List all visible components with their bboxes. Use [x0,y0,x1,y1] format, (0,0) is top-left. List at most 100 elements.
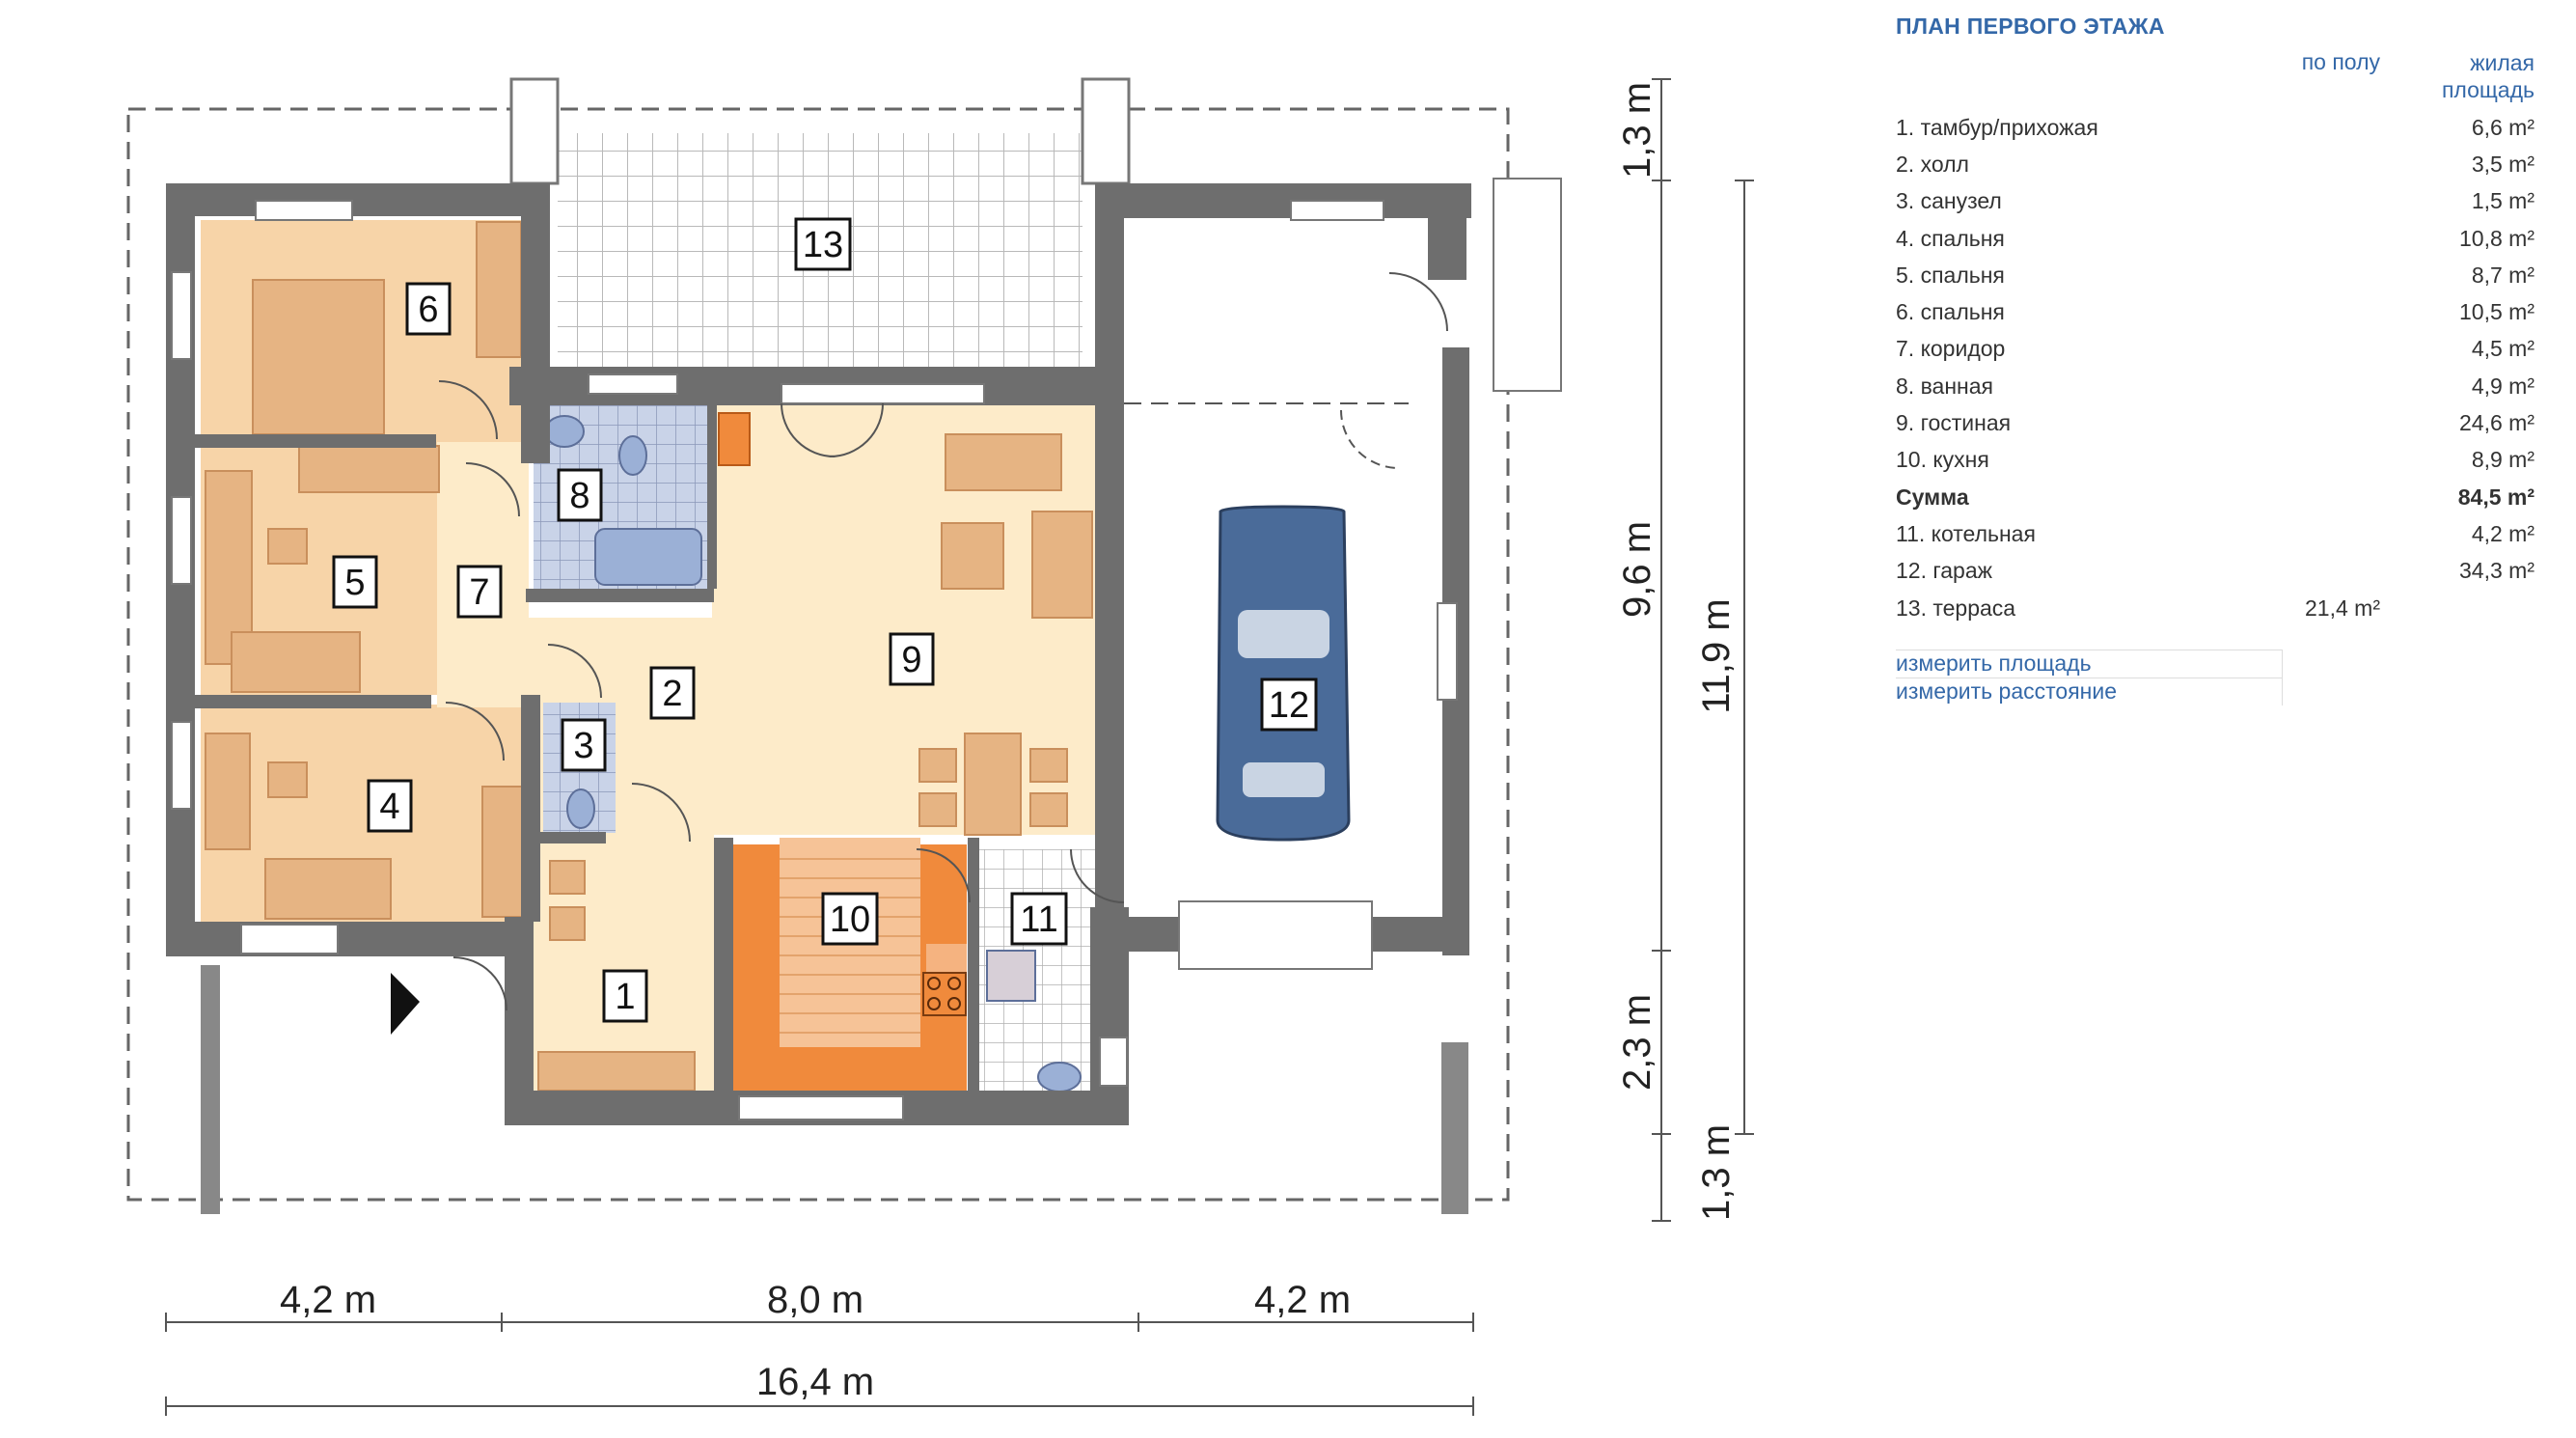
column-living-header: жилая площадь [2441,50,2535,102]
room-area-list: 1. тамбур/прихожая 6,6 m² 2. холл 3,5 m² 3. … [1896,109,2542,626]
room-number-box [821,892,879,946]
room-area-row: 2. холл 3,5 m² [1896,146,2542,182]
room-name: 12. гараж [1896,558,1993,584]
room-name: 10. кухня [1896,447,1989,473]
room-name: 9. гостиная [1896,410,2012,436]
bath-fixtures [544,415,1082,1092]
room-number-label: 8 [569,476,589,516]
room-area-row: 1. тамбур/прихожая 6,6 m² [1896,109,2542,146]
room-living-area: 84,5 m² [2457,484,2535,510]
panel-title: ПЛАН ПЕРВОГО ЭТАЖА [1896,14,2165,39]
room-number-label: 9 [901,640,921,680]
room-living-area: 4,2 m² [2471,520,2535,546]
entrance-arrow-icon [391,973,420,1035]
room-number-label: 12 [1269,685,1309,726]
room-name: 1. тамбур/прихожая [1896,114,2098,140]
room-name: 4. спальня [1896,225,2005,251]
area-panel: ПЛАН ПЕРВОГО ЭТАЖА по полу жилая площадь… [1896,14,2542,706]
room-area-row: 5. спальня 8,7 m² [1896,257,2542,293]
room-living-area: 24,6 m² [2459,410,2535,436]
room-area-row: 10. кухня 8,9 m² [1896,442,2542,479]
room-number-box [332,555,378,609]
room-area-row: 8. ванная 4,9 m² [1896,368,2542,404]
room-area-row: 3. санузел 1,5 m² [1896,183,2542,220]
room-number-box [889,632,935,686]
dim-right-bottom: 1,3 m [1695,1124,1738,1221]
room-name: 8. ванная [1896,373,1993,399]
room-name: 3. санузел [1896,188,2002,214]
room-name: 13. терраса [1896,595,2016,621]
room-floor-area: 21,4 m² [2305,595,2380,621]
room-living-area: 4,9 m² [2471,373,2535,399]
kitchen-fill [726,838,967,1091]
car-icon [1216,505,1351,842]
measure-area-link[interactable]: измерить площадь [1896,650,2283,678]
dimension-lines [165,78,1754,1416]
room-name: 11. котельная [1896,520,2036,546]
room-living-area: 3,5 m² [2471,151,2535,177]
room-number-label: 11 [1020,899,1057,940]
dim-bottom-left: 4,2 m [280,1279,376,1321]
dim-total-width: 16,4 m [756,1361,874,1403]
room-number-label: 5 [344,563,365,603]
room-living-area: 10,8 m² [2459,225,2535,251]
room-area-row: 11. котельная 4,2 m² [1896,515,2542,552]
room-name: Сумма [1896,484,1969,510]
room-area-row: 12. гараж 34,3 m² [1896,553,2542,590]
room-living-area: 6,6 m² [2471,114,2535,140]
room-number-box [456,565,503,619]
dim-right-total: 11,9 m [1695,598,1738,713]
windows [171,178,1562,1120]
room-area-row: 4. спальня 10,8 m² [1896,220,2542,257]
room-name: 7. коридор [1896,336,2006,362]
room-area-row: Сумма 84,5 m² [1896,479,2542,515]
dim-bottom-center: 8,0 m [767,1279,863,1321]
room-number-label: 3 [573,726,593,766]
room-number-box [561,718,607,772]
room-number-label: 7 [469,572,489,613]
room-area-row: 7. коридор 4,5 m² [1896,331,2542,368]
room-name: 2. холл [1896,151,1969,177]
furniture [205,221,1093,1092]
room-number-box [602,969,648,1023]
room-number-label: 6 [418,290,438,330]
room-number-box [367,779,413,833]
room-area-row: 9. гостиная 24,6 m² [1896,404,2542,441]
column-floor-header: по полу [2301,49,2380,74]
room-living-area: 8,7 m² [2471,262,2535,288]
doors [438,272,1448,1011]
panel-column-headers: по полу жилая площадь [1896,49,2542,109]
room-number-box [649,666,696,720]
room-living-area: 1,5 m² [2471,188,2535,214]
room-number-label: 1 [615,977,635,1017]
room-area-row: 6. спальня 10,5 m² [1896,293,2542,330]
dim-right-main: 9,6 m [1616,521,1658,618]
measure-distance-link[interactable]: измерить расстояние [1896,678,2283,706]
measure-links: измерить площадь измерить расстояние [1896,650,2542,706]
outline-dashed [126,107,1510,1202]
room-number-label: 4 [379,787,399,827]
room-living-area: 8,9 m² [2471,447,2535,473]
room-number-box [1010,892,1068,946]
room-number-label: 10 [830,899,870,940]
dim-right-top: 1,3 m [1616,82,1658,179]
room-living-area: 10,5 m² [2459,299,2535,325]
room-number-box [1260,678,1318,732]
room-living-area: 34,3 m² [2459,558,2535,584]
stove [922,972,967,1016]
room-number-box [794,217,852,271]
room-number-box [557,468,603,522]
dim-bottom-right: 4,2 m [1254,1279,1351,1321]
room-name: 5. спальня [1896,262,2005,288]
room-number-label: 13 [803,225,843,265]
room-number-box [405,282,452,336]
dim-right-lower: 2,3 m [1616,994,1658,1091]
room-area-row: 13. терраса 21,4 m² [1896,590,2542,626]
room-name: 6. спальня [1896,299,2005,325]
room-number-label: 2 [662,674,682,714]
room-living-area: 4,5 m² [2471,336,2535,362]
fireplace [718,412,751,466]
